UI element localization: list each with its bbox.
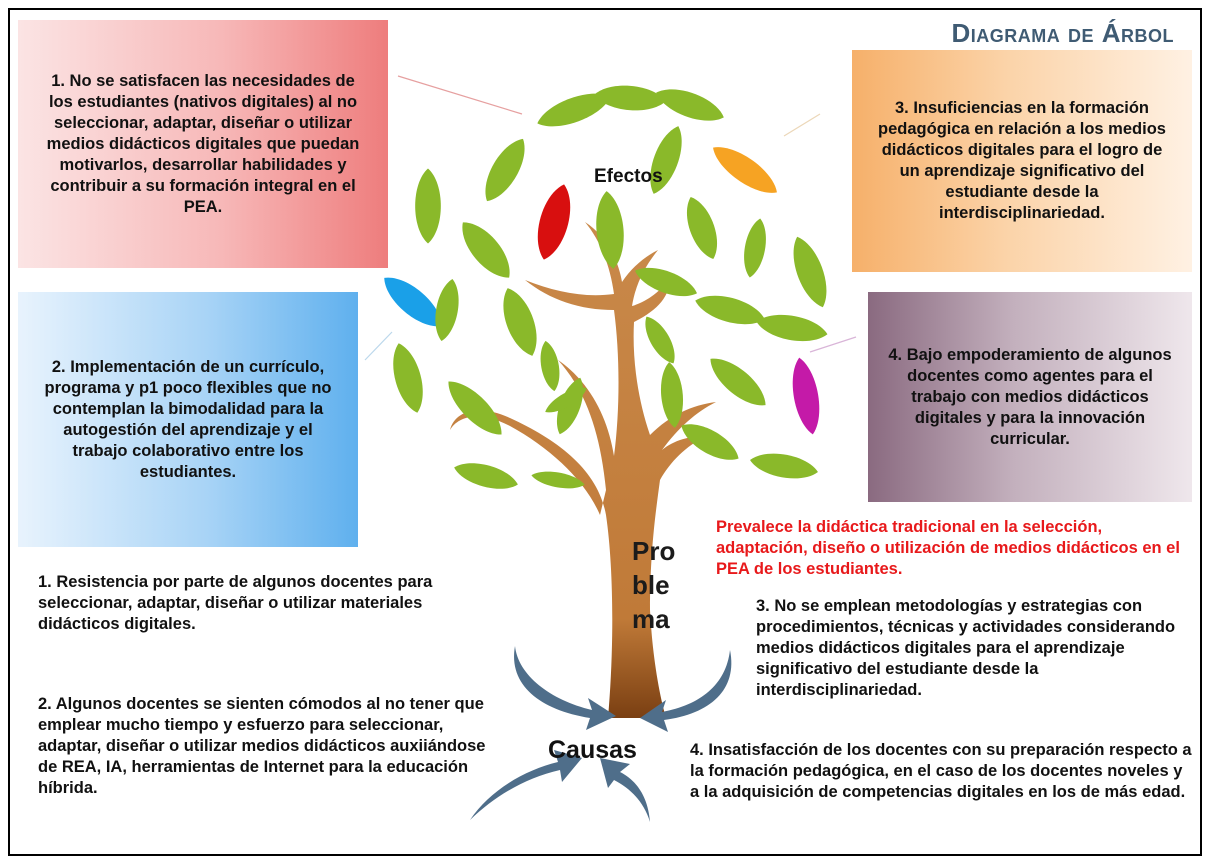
effect-box-2: 2. Implementación de un currículo, progr… (18, 292, 358, 547)
problem-statement: Prevalece la didáctica tradicional en la… (716, 518, 1180, 578)
diagram-frame: Diagrama de Árbol 1. No se satisfacen la… (8, 8, 1202, 856)
problem-label-line-1: Pro (632, 536, 676, 566)
problem-label-line-2: ble (632, 570, 670, 600)
effect-text-4: 4. Bajo empoderamiento de algunos docent… (888, 345, 1172, 448)
cause-arrows (470, 646, 732, 822)
causes-label: Causas (548, 736, 637, 764)
cause-text-4: 4. Insatisfacción de los docentes con su… (690, 741, 1192, 801)
problem-label-line-3: ma (632, 604, 670, 634)
effect-box-4: 4. Bajo empoderamiento de algunos docent… (868, 292, 1192, 502)
cause-text-1: 1. Resistencia por parte de algunos doce… (38, 573, 433, 633)
effect-box-1: 1. No se satisfacen las necesidades de l… (18, 20, 388, 268)
page-title: Diagrama de Árbol (951, 18, 1174, 48)
effect-text-1: 1. No se satisfacen las necesidades de l… (46, 71, 360, 216)
tree-illustration (364, 75, 857, 822)
connector-lines (364, 75, 857, 361)
cause-text-2: 2. Algunos docentes se sienten cómodos a… (38, 695, 486, 797)
tree-trunk (450, 222, 716, 718)
effects-label: Efectos (594, 166, 663, 187)
cause-text-3: 3. No se emplean metodologías y estrateg… (756, 597, 1176, 699)
effect-box-3: 3. Insuficiencias en la formación pedagó… (852, 50, 1192, 272)
effect-text-2: 2. Implementación de un currículo, progr… (44, 357, 332, 481)
problem-label: Pro ble ma (632, 534, 675, 636)
effect-text-3: 3. Insuficiencias en la formación pedagó… (878, 99, 1166, 222)
